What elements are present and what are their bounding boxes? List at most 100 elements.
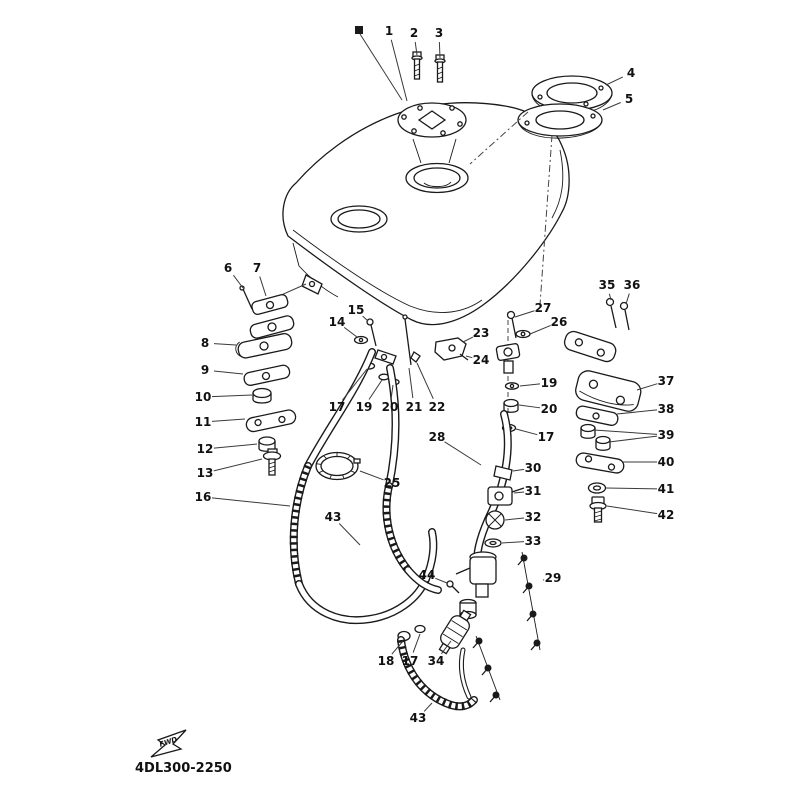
callout-leader-35 — [608, 293, 612, 301]
callout-31: 31 — [525, 484, 542, 498]
callout-leader-37 — [636, 383, 658, 391]
callout-32: 32 — [525, 510, 542, 524]
callout-leader-6 — [232, 274, 244, 289]
callout-leader-24 — [465, 355, 473, 359]
callout-35: 35 — [599, 278, 616, 292]
callout-leader-14 — [343, 326, 358, 338]
callout-17: 17 — [402, 654, 419, 668]
callout-13: 13 — [197, 466, 214, 480]
callout-leader-20 — [518, 404, 541, 409]
callout-19: 19 — [541, 376, 558, 390]
reserve-clip — [434, 337, 469, 361]
callout-17: 17 — [538, 430, 555, 444]
callout-leader-28 — [444, 441, 482, 466]
callout-leader-2 — [414, 41, 418, 56]
callout-28: 28 — [429, 430, 446, 444]
callout-leader-3 — [438, 41, 441, 59]
callout-3: 3 — [435, 26, 443, 40]
index-marker — [355, 26, 403, 101]
callout-leader-21 — [408, 367, 414, 399]
callout-44: 44 — [419, 568, 436, 582]
callout-leader-34 — [440, 640, 452, 655]
callout-2: 2 — [410, 26, 418, 40]
callout-leader-32 — [504, 517, 525, 521]
fuel-tank — [251, 102, 570, 326]
spacer — [258, 436, 276, 452]
callout-leader-25 — [359, 470, 384, 481]
callout-leader-17 — [342, 368, 368, 401]
callout-1: 1 — [385, 24, 393, 38]
callout-26: 26 — [551, 315, 568, 329]
cock-nut — [503, 398, 519, 413]
callout-leader-31 — [513, 491, 525, 494]
callout-leader-43 — [338, 523, 361, 546]
callout-leader-23 — [462, 336, 474, 343]
alignment-dash-line-2 — [539, 134, 553, 306]
callout-20: 20 — [382, 400, 399, 414]
part-code: 4DL300-2250 — [135, 761, 232, 776]
hose-clip-small — [414, 624, 426, 634]
fuel-filter — [438, 609, 472, 655]
callout-21: 21 — [406, 400, 423, 414]
callout-leader-38 — [616, 409, 658, 415]
filler-bolt-right — [434, 54, 446, 83]
callout-40: 40 — [658, 455, 675, 469]
fuel-filter-group — [397, 609, 478, 711]
fuel-hose-left — [289, 348, 438, 624]
callout-leader-27 — [514, 310, 535, 318]
fuel-cap-gasket — [517, 103, 603, 139]
callout-leader-15 — [362, 315, 369, 322]
callout-15: 15 — [348, 303, 365, 317]
callout-33: 33 — [525, 534, 542, 548]
spacer-pair — [580, 423, 611, 451]
callout-29: 29 — [545, 571, 562, 585]
callout-leader-10 — [211, 394, 253, 398]
callout-leader-8 — [213, 343, 237, 346]
callout-6: 6 — [224, 261, 232, 275]
cock-body — [487, 486, 525, 506]
callout-leader-9 — [213, 370, 244, 375]
callout-9: 9 — [201, 363, 209, 377]
callout-23: 23 — [473, 326, 490, 340]
callout-22: 22 — [429, 400, 446, 414]
callout-leader-18 — [391, 640, 404, 655]
callout-14: 14 — [329, 315, 346, 329]
callout-37: 37 — [658, 374, 675, 388]
damper-bracket — [235, 333, 293, 359]
callout-leader-11 — [211, 418, 246, 422]
callout-leader-39 — [593, 429, 658, 435]
mount-screws — [472, 551, 541, 703]
bracket-bolt-a — [605, 297, 617, 329]
callout-20: 20 — [541, 402, 558, 416]
callout-42: 42 — [658, 508, 675, 522]
callout-5: 5 — [625, 92, 633, 106]
callout-leader-17 — [515, 428, 538, 436]
callout-11: 11 — [195, 415, 212, 429]
callout-12: 12 — [197, 442, 214, 456]
callout-30: 30 — [525, 461, 542, 475]
callout-38: 38 — [658, 402, 675, 416]
callout-34: 34 — [428, 654, 445, 668]
callout-43: 43 — [410, 711, 427, 725]
callout-leader-33 — [501, 541, 525, 544]
bracket-bolt-b — [619, 301, 630, 331]
callout-leader-26 — [529, 324, 551, 335]
callout-leader-7 — [259, 276, 267, 297]
callout-leader-5 — [602, 102, 621, 111]
callout-leader-41 — [605, 487, 658, 490]
left-bracket-stack — [235, 285, 297, 476]
callout-leader-16 — [211, 497, 291, 507]
callout-24: 24 — [473, 353, 490, 367]
callout-leader-42 — [606, 505, 658, 515]
washer-41 — [587, 482, 607, 494]
callout-7: 7 — [253, 261, 261, 275]
right-bracket-stack — [563, 297, 642, 523]
callout-leader-17 — [412, 633, 421, 653]
alignment-dash-line — [469, 111, 529, 165]
filler-bolt-left — [411, 51, 423, 80]
callout-leader-43 — [423, 702, 433, 712]
callout-41: 41 — [658, 482, 675, 496]
callout-leader-12 — [213, 443, 258, 449]
